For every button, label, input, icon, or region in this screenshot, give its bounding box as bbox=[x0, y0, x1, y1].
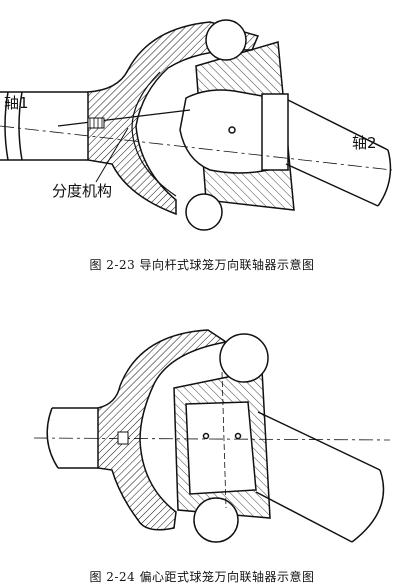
shaft1-body bbox=[0, 91, 88, 161]
figure1-joint-drawing bbox=[0, 19, 393, 231]
fig2-inner-core bbox=[185, 401, 257, 495]
spring-element bbox=[87, 117, 105, 129]
fig2-right-shaft bbox=[255, 411, 385, 543]
fig2-center-mark-b bbox=[234, 432, 242, 440]
figure1-caption: 图 2-23 导向杆式球笼万向联轴器示意图 bbox=[89, 258, 315, 272]
figure2-joint-drawing bbox=[33, 329, 391, 543]
center-mark bbox=[228, 126, 236, 134]
inner-core bbox=[179, 89, 269, 174]
shaft2-body bbox=[285, 99, 392, 207]
inner-race bbox=[131, 71, 177, 197]
axis-line-1 bbox=[0, 125, 393, 171]
figure2-caption: 图 2-24 偏心距式球笼万向联轴器示意图 bbox=[89, 570, 315, 584]
fig2-ball-top bbox=[219, 333, 269, 383]
ball-top bbox=[205, 19, 247, 61]
fig2-outer-housing bbox=[97, 329, 228, 531]
guide-rod bbox=[57, 109, 191, 127]
shaft2-hub bbox=[261, 93, 289, 171]
offset-line bbox=[221, 371, 227, 509]
fig2-center-mark-a bbox=[202, 432, 210, 440]
indexing-leader bbox=[95, 127, 129, 183]
label-indexing-mechanism: 分度机构 bbox=[52, 182, 113, 200]
ball-bottom bbox=[185, 193, 223, 231]
axis-line-2 bbox=[33, 437, 391, 441]
outer-housing bbox=[87, 21, 260, 216]
fig2-left-shaft bbox=[46, 407, 98, 469]
label-shaft-2: 轴2 bbox=[352, 134, 377, 152]
label-shaft-1: 轴1 bbox=[4, 94, 29, 112]
fig2-ball-bottom bbox=[193, 497, 239, 543]
fig2-pin bbox=[117, 431, 129, 445]
